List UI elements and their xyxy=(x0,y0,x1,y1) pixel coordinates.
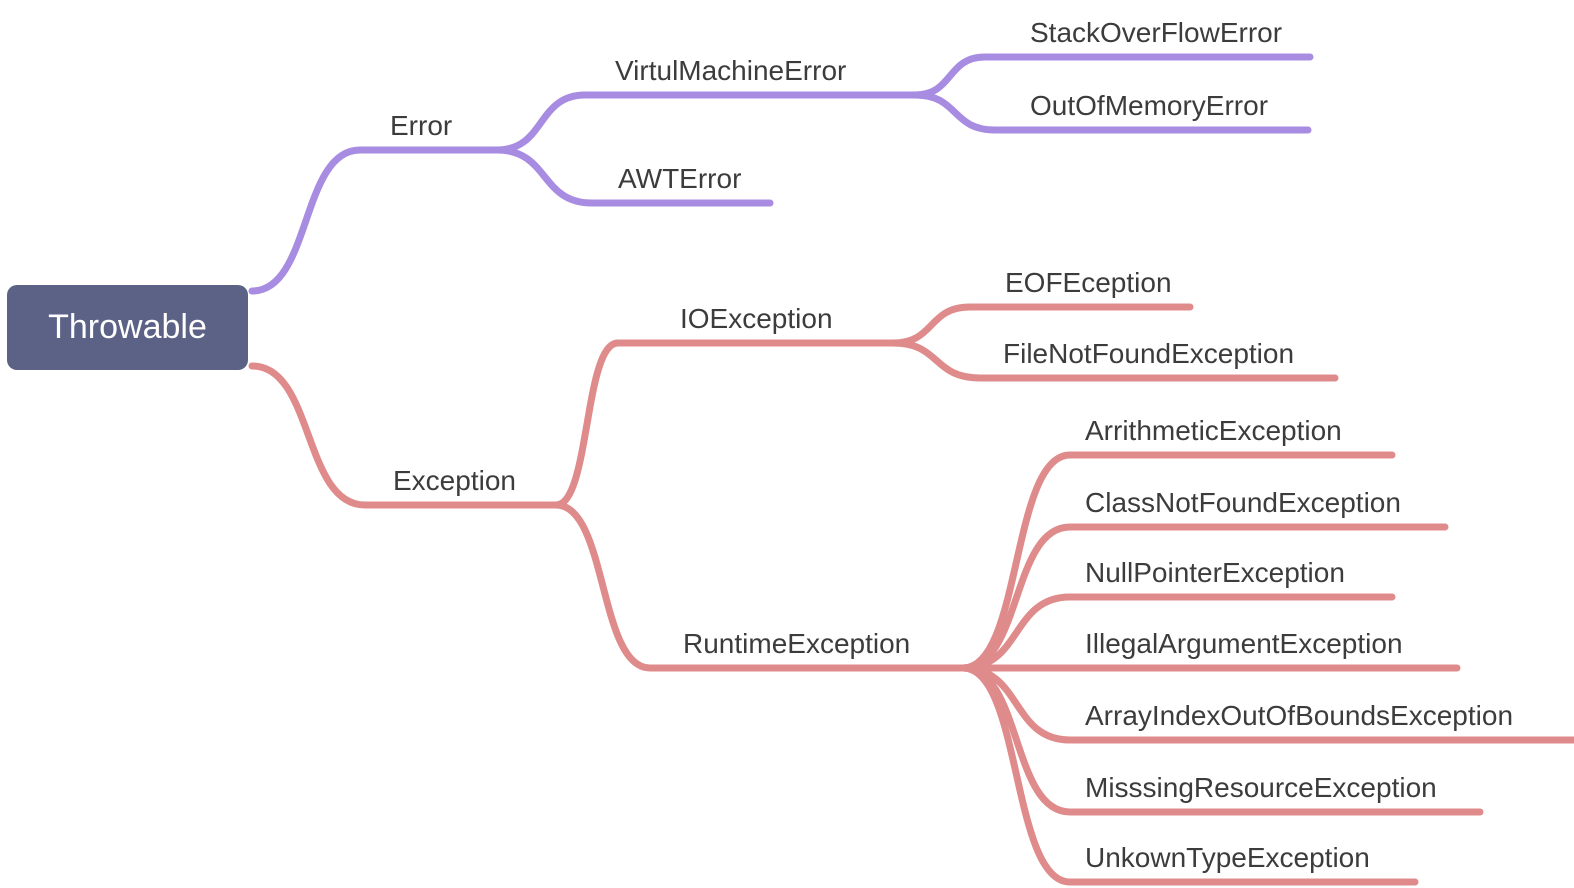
edge-exception xyxy=(248,362,560,509)
node-class-not-found-exception[interactable]: ClassNotFoundException xyxy=(1085,487,1401,518)
root-node-label: Throwable xyxy=(48,308,207,346)
node-misssing-resource-exception[interactable]: MisssingResourceException xyxy=(1085,772,1437,803)
node-file-not-found-exception[interactable]: FileNotFoundException xyxy=(1003,338,1295,369)
edge-awt-error xyxy=(493,146,774,207)
node-virtul-machine-error[interactable]: VirtulMachineError xyxy=(615,55,847,86)
node-out-of-memory-error[interactable]: OutOfMemoryError xyxy=(1030,90,1269,121)
edge-class-not-found-exception xyxy=(959,523,1449,672)
node-array-index-out-of-bounds-exception[interactable]: ArrayIndexOutOfBoundsException xyxy=(1085,700,1514,731)
edge-io-exception xyxy=(552,339,897,509)
node-null-pointer-exception[interactable]: NullPointerException xyxy=(1085,557,1345,588)
node-stack-overflow-error[interactable]: StackOverFlowError xyxy=(1030,17,1283,48)
edge-file-not-found-exception xyxy=(889,339,1339,382)
edge-runtime-exception xyxy=(552,501,967,672)
node-awt-error[interactable]: AWTError xyxy=(618,163,742,194)
edge-out-of-memory-error xyxy=(911,91,1312,134)
node-eof-eception[interactable]: EOFEception xyxy=(1005,267,1172,298)
node-error[interactable]: Error xyxy=(390,110,453,141)
node-io-exception[interactable]: IOException xyxy=(680,303,833,334)
root-node-throwable[interactable]: Throwable xyxy=(7,285,248,370)
node-runtime-exception[interactable]: RuntimeException xyxy=(683,628,911,659)
node-unkown-type-exception[interactable]: UnkownTypeException xyxy=(1085,842,1370,873)
node-arrithmetic-exception[interactable]: ArrithmeticException xyxy=(1085,415,1342,446)
edge-virtul-machine-error xyxy=(493,91,919,154)
node-exception[interactable]: Exception xyxy=(393,465,516,496)
edge-error xyxy=(248,146,501,295)
edge-unkown-type-exception xyxy=(959,664,1419,886)
node-illegal-argument-exception[interactable]: IllegalArgumentException xyxy=(1085,628,1403,659)
